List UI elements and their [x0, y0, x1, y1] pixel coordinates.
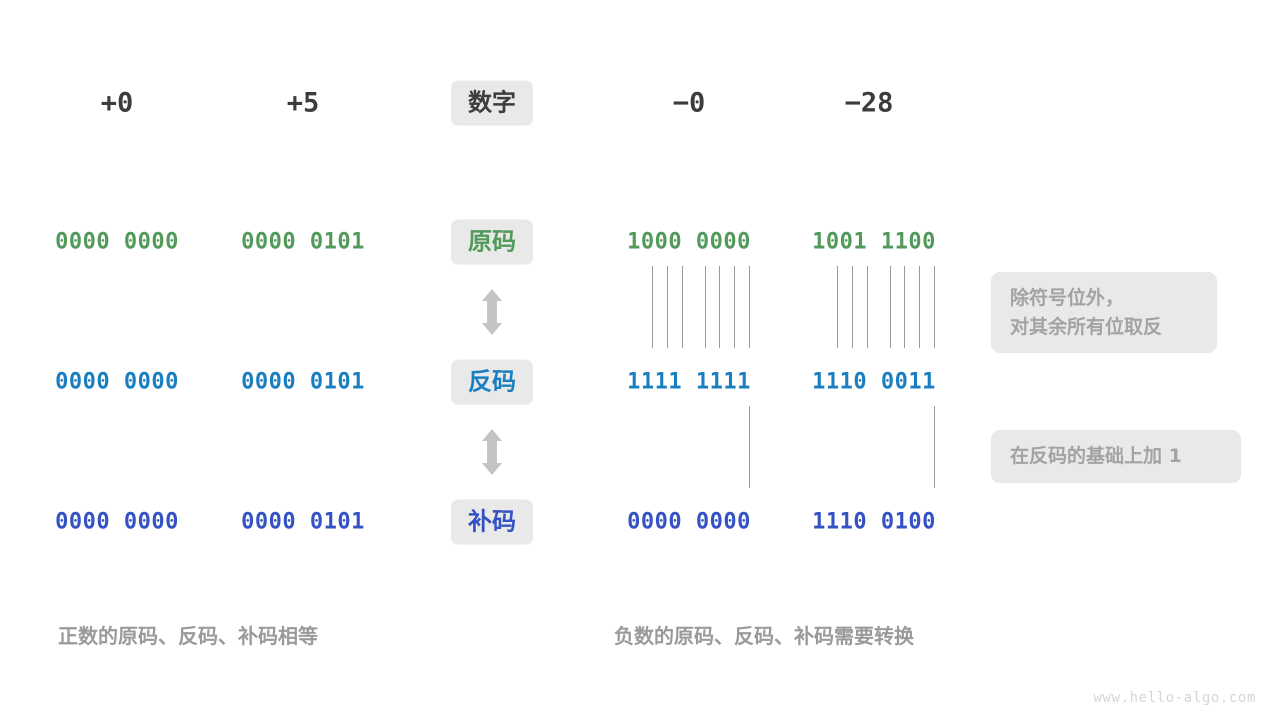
- column-header-minus-twentyeight: −28: [844, 87, 894, 119]
- connector-line-minus-twentyeight-bit6: [904, 266, 905, 348]
- connector-line-minus-zero-bit4: [682, 266, 683, 348]
- connector-line-minus-zero-bit7: [734, 266, 735, 348]
- connector-line-minus-zero-bit2: [652, 266, 653, 348]
- column-header-minus-zero: −0: [672, 87, 706, 119]
- bits-twos-complement-minus-twentyeight: 1110 0100: [812, 509, 936, 535]
- carry-line-minus-zero-lsb: [749, 406, 750, 488]
- connector-line-minus-twentyeight-bit7: [919, 266, 920, 348]
- bits-true-form-plus-five: 0000 0101: [241, 229, 365, 255]
- connector-line-minus-twentyeight-bit3: [852, 266, 853, 348]
- bits-twos-complement-minus-zero: 0000 0000: [627, 509, 751, 535]
- bits-ones-complement-minus-zero: 1111 1111: [627, 369, 751, 395]
- bits-true-form-minus-twentyeight: 1001 1100: [812, 229, 936, 255]
- caption-negative-numbers: 负数的原码、反码、补码需要转换: [614, 624, 914, 648]
- bits-true-form-plus-zero: 0000 0000: [55, 229, 179, 255]
- bits-ones-complement-plus-zero: 0000 0000: [55, 369, 179, 395]
- caption-positive-numbers: 正数的原码、反码、补码相等: [58, 624, 318, 648]
- row-label-true-form: 原码: [451, 219, 533, 265]
- site-watermark: www.hello-algo.com: [1093, 690, 1256, 706]
- bits-ones-complement-plus-five: 0000 0101: [241, 369, 365, 395]
- bidirectional-arrow-true-to-ones: [482, 289, 502, 335]
- note-invert-bits: 除符号位外， 对其余所有位取反: [991, 272, 1217, 353]
- row-label-number: 数字: [451, 80, 533, 126]
- connector-line-minus-zero-bit3: [667, 266, 668, 348]
- connector-line-minus-twentyeight-bit2: [837, 266, 838, 348]
- bits-ones-complement-minus-twentyeight: 1110 0011: [812, 369, 936, 395]
- bits-twos-complement-plus-zero: 0000 0000: [55, 509, 179, 535]
- bidirectional-arrow-ones-to-twos: [482, 429, 502, 475]
- row-label-ones-complement: 反码: [451, 359, 533, 405]
- connector-line-minus-zero-bit6: [719, 266, 720, 348]
- note-add-one: 在反码的基础上加 1: [991, 430, 1241, 483]
- column-header-plus-five: +5: [286, 87, 320, 119]
- bits-true-form-minus-zero: 1000 0000: [627, 229, 751, 255]
- row-label-twos-complement: 补码: [451, 499, 533, 545]
- bits-twos-complement-plus-five: 0000 0101: [241, 509, 365, 535]
- connector-line-minus-twentyeight-bit8: [934, 266, 935, 348]
- carry-line-minus-twentyeight-lsb: [934, 406, 935, 488]
- connector-line-minus-zero-bit8: [749, 266, 750, 348]
- connector-line-minus-twentyeight-bit5: [890, 266, 891, 348]
- connector-line-minus-twentyeight-bit4: [867, 266, 868, 348]
- connector-line-minus-zero-bit5: [705, 266, 706, 348]
- column-header-plus-zero: +0: [100, 87, 134, 119]
